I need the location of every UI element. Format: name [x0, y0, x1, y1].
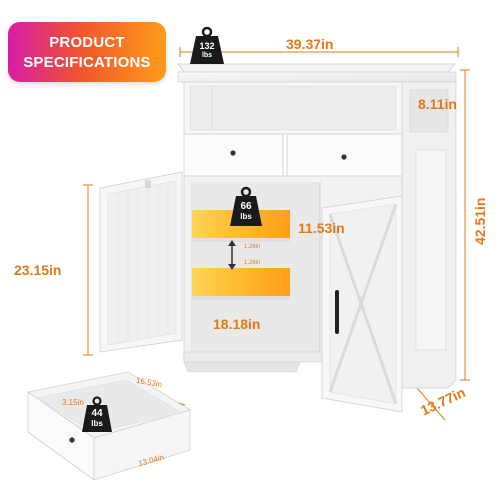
- badge-line-1: PRODUCT: [49, 34, 125, 51]
- weight-shelf-value: 66: [240, 201, 252, 212]
- cabinet-height-label: 23.15in: [14, 262, 62, 278]
- shelf-gap-label: 11.53in: [298, 220, 345, 236]
- weight-drawer-unit: lbs: [91, 419, 103, 428]
- width-label: 39.37in: [286, 36, 334, 52]
- weight-drawer-value: 44: [91, 408, 103, 419]
- shelf-spacing-label-2: 1.26in: [244, 260, 261, 266]
- inner-width-label: 18.18in: [213, 316, 261, 332]
- badge-line-2: SPECIFICATIONS: [23, 54, 151, 71]
- weight-shelf-unit: lbs: [240, 212, 252, 221]
- shelf-spacing-label-1: 1.26in: [244, 244, 261, 250]
- product-specifications-badge: PRODUCT SPECIFICATIONS: [8, 22, 166, 82]
- open-shelf-height-label: 8.11in: [418, 96, 457, 112]
- weight-shelf-icon: 66 lbs: [230, 186, 262, 226]
- weight-drawer-icon: 44 lbs: [82, 396, 112, 432]
- weight-top-icon: 132 lbs: [190, 26, 224, 64]
- weight-top-value: 132: [199, 41, 215, 51]
- total-height-label: 42.51in: [472, 197, 488, 245]
- drawer-height-label: 3.15in: [62, 398, 84, 407]
- weight-top-unit: lbs: [201, 52, 213, 59]
